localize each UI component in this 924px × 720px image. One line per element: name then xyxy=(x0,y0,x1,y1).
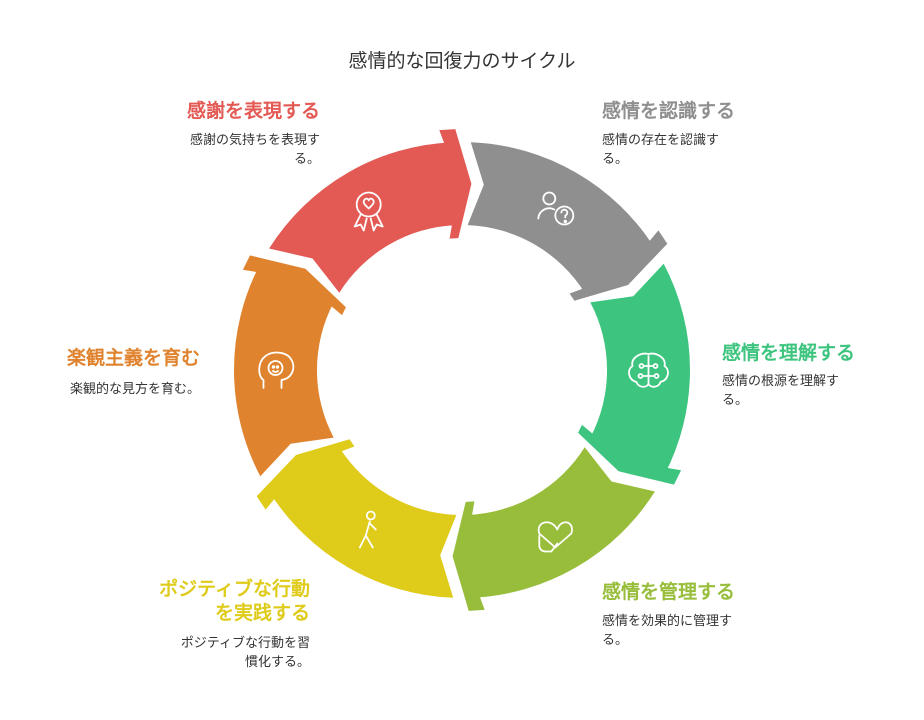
segment-gratitude xyxy=(269,142,470,293)
walking-person-icon xyxy=(358,510,377,549)
segment-recognize xyxy=(467,142,655,293)
step-desc-gratitude: 感謝の気持ちを表現する。 xyxy=(189,133,320,167)
heart-hand-icon xyxy=(537,521,573,553)
segment-gratitude-connector xyxy=(439,129,472,239)
award-heart-icon xyxy=(353,191,384,232)
step-label-understand: 感情を理解する xyxy=(722,342,856,364)
segment-understand xyxy=(590,263,690,477)
step-label-optimism: 楽観主義を育む xyxy=(66,347,200,369)
segment-act-connector xyxy=(256,439,355,510)
step-desc-manage: 感情を効果的に管理する。 xyxy=(602,614,733,648)
step-desc-recognize: 感情の存在を認識する。 xyxy=(602,133,720,167)
segment-manage xyxy=(454,447,655,598)
segment-optimism-connector xyxy=(242,255,346,316)
step-desc-optimism: 楽観的な見方を育む。 xyxy=(69,382,200,397)
step-label-recognize: 感情を認識する xyxy=(602,100,736,122)
segment-act xyxy=(269,447,457,598)
person-question-icon xyxy=(537,191,575,226)
step-desc-understand: 感情の根源を理解する。 xyxy=(722,374,840,408)
segment-optimism xyxy=(234,263,334,477)
step-label-act: ポジティブな行動を実践する xyxy=(159,578,310,624)
segment-understand-connector xyxy=(578,424,682,485)
diagram-title: 感情的な回復力のサイクル xyxy=(348,50,576,72)
step-label-gratitude: 感謝を表現する xyxy=(186,100,320,122)
step-desc-act: ポジティブな行動を習慣化する。 xyxy=(180,636,310,670)
brain-circuit-icon xyxy=(628,352,669,388)
segment-manage-connector xyxy=(452,501,485,611)
smiling-head-icon xyxy=(258,351,295,389)
step-label-manage: 感情を管理する xyxy=(602,581,736,603)
segment-recognize-connector xyxy=(569,230,668,301)
